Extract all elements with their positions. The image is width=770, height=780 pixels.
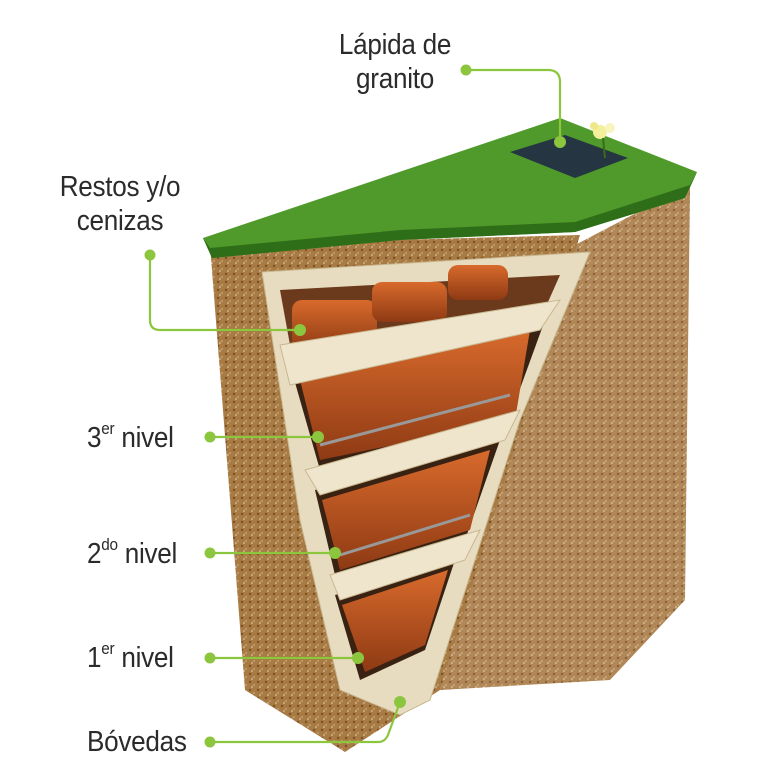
coffin-level-1 <box>342 570 448 672</box>
label-headstone-line1: Lápida de <box>338 29 452 61</box>
label-vaults: Bóvedas <box>87 726 187 758</box>
label-headstone-line2: granito <box>356 63 434 95</box>
callout-dots <box>144 64 566 748</box>
label-remains-line2: cenizas <box>76 205 164 237</box>
label-remains: Restos y/o cenizas <box>53 170 188 238</box>
callout-lines <box>148 68 562 744</box>
shelf <box>279 299 562 386</box>
urn <box>372 282 447 322</box>
flowers-icon <box>590 122 615 159</box>
label-level-1: 1er nivel <box>87 639 174 674</box>
shelf <box>329 529 481 601</box>
coffin-level-2 <box>322 450 490 570</box>
label-level-3: 3er nivel <box>87 419 174 454</box>
soil-right-face <box>440 185 690 690</box>
label-level-2: 2do nivel <box>87 535 178 570</box>
label-remains-line1: Restos y/o <box>59 171 181 203</box>
urn <box>448 265 508 300</box>
shelf <box>304 409 521 496</box>
label-headstone: Lápida de granito <box>328 28 463 96</box>
granite-headstone <box>510 135 628 178</box>
